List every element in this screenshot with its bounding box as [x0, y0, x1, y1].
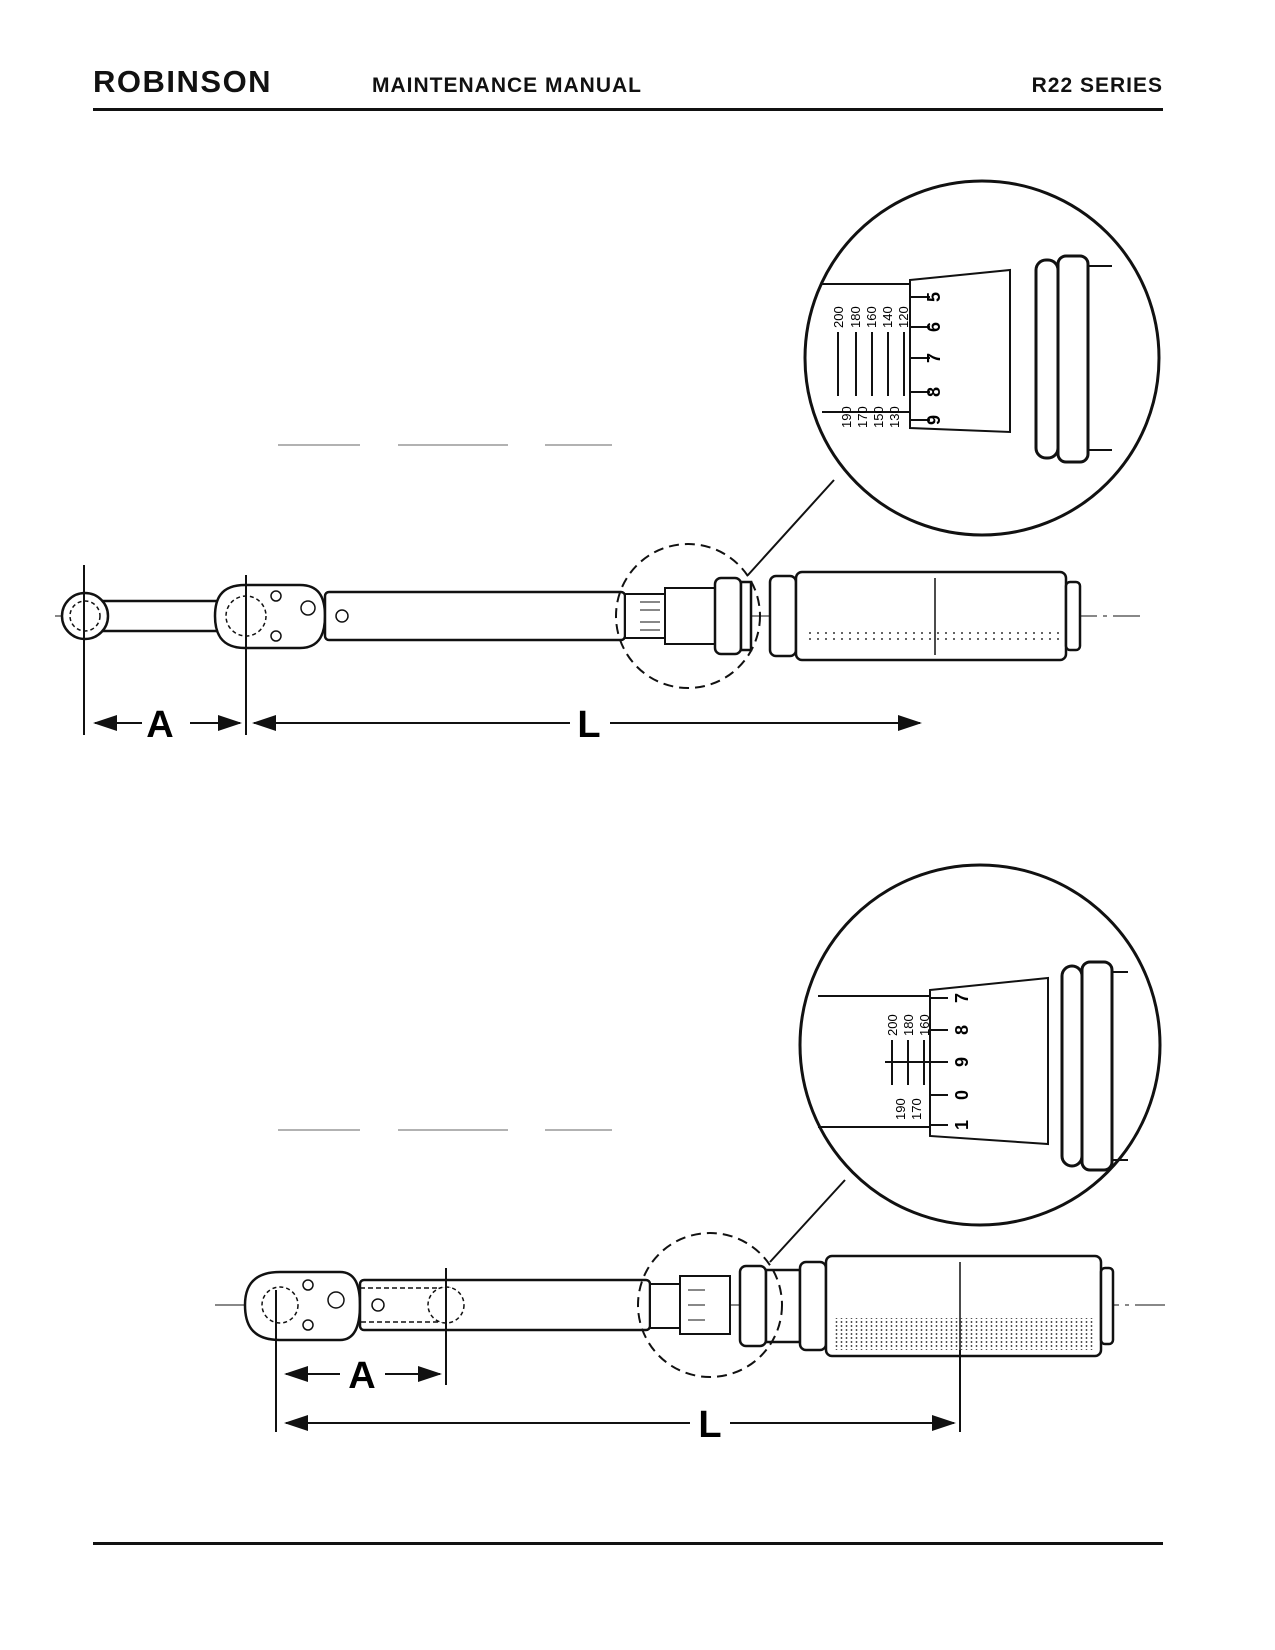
secondary-lower-170b: 170 — [909, 1098, 924, 1120]
footer-rule — [93, 1542, 1163, 1545]
primary-scale-8: 8 — [924, 387, 944, 397]
dimension-l-label-2: L — [698, 1404, 721, 1446]
grip-handle-1 — [713, 570, 1082, 662]
manual-title: MAINTENANCE MANUAL — [372, 74, 642, 97]
primary-scale-8b: 8 — [952, 1025, 972, 1035]
primary-scale-labels-1: 5 6 7 8 9 — [924, 292, 944, 425]
crowfoot-adapter — [60, 591, 237, 641]
primary-scale-7: 7 — [924, 353, 944, 363]
primary-scale-5: 5 — [924, 292, 944, 302]
secondary-upper-120: 120 — [896, 306, 911, 328]
dimension-a-label-1: A — [146, 704, 173, 746]
primary-scale-9: 9 — [924, 415, 944, 425]
primary-scale-9b: 9 — [952, 1057, 972, 1067]
secondary-upper-160: 160 — [864, 306, 879, 328]
secondary-upper-180: 180 — [848, 306, 863, 328]
scale-detail-2 — [798, 863, 1162, 1227]
dimension-l-label-1: L — [577, 704, 600, 746]
secondary-scale-upper-2: 200 180 160 — [885, 1014, 932, 1036]
scale-barrel-1 — [624, 587, 716, 645]
primary-scale-7b: 7 — [952, 993, 972, 1003]
secondary-lower-130: 130 — [887, 406, 902, 428]
primary-scale-0b: 0 — [952, 1090, 972, 1100]
primary-scale-6: 6 — [924, 322, 944, 332]
brand-name: ROBINSON — [93, 64, 273, 99]
detail-callout-circle-1 — [615, 543, 761, 689]
scale-detail-1 — [803, 179, 1161, 537]
primary-scale-1b: 1 — [952, 1120, 972, 1130]
secondary-scale-lower-2: 190 170 — [893, 1098, 924, 1120]
header-rule — [93, 108, 1163, 111]
ratchet-head-1 — [213, 583, 327, 650]
secondary-upper-160b: 160 — [917, 1014, 932, 1036]
dimension-a-label-2: A — [348, 1355, 375, 1397]
secondary-lower-170: 170 — [855, 406, 870, 428]
callout-leader-1 — [747, 479, 835, 576]
secondary-upper-200: 200 — [831, 306, 846, 328]
secondary-lower-190: 190 — [839, 406, 854, 428]
dimensions-1 — [83, 565, 922, 735]
dimensions-2 — [275, 1268, 961, 1432]
detail-callout-circle-2 — [637, 1232, 783, 1378]
secondary-upper-180b: 180 — [901, 1014, 916, 1036]
secondary-lower-150: 150 — [871, 406, 886, 428]
ratchet-head-2 — [243, 1270, 362, 1342]
scale-barrel-2 — [649, 1275, 731, 1335]
secondary-lower-190b: 190 — [893, 1098, 908, 1120]
wrench-shaft-1 — [323, 590, 627, 642]
wrench-shaft-2 — [358, 1278, 652, 1332]
grip-handle-2 — [738, 1254, 1115, 1358]
secondary-upper-140: 140 — [880, 306, 895, 328]
primary-scale-labels-2: 7 8 9 0 1 — [952, 993, 972, 1130]
series-label: R22 SERIES — [1031, 74, 1163, 97]
secondary-upper-200b: 200 — [885, 1014, 900, 1036]
callout-leader-2 — [769, 1179, 846, 1263]
secondary-scale-lower-1: 190 170 150 130 — [839, 406, 902, 428]
secondary-scale-upper-1: 200 180 160 140 120 — [831, 306, 911, 328]
